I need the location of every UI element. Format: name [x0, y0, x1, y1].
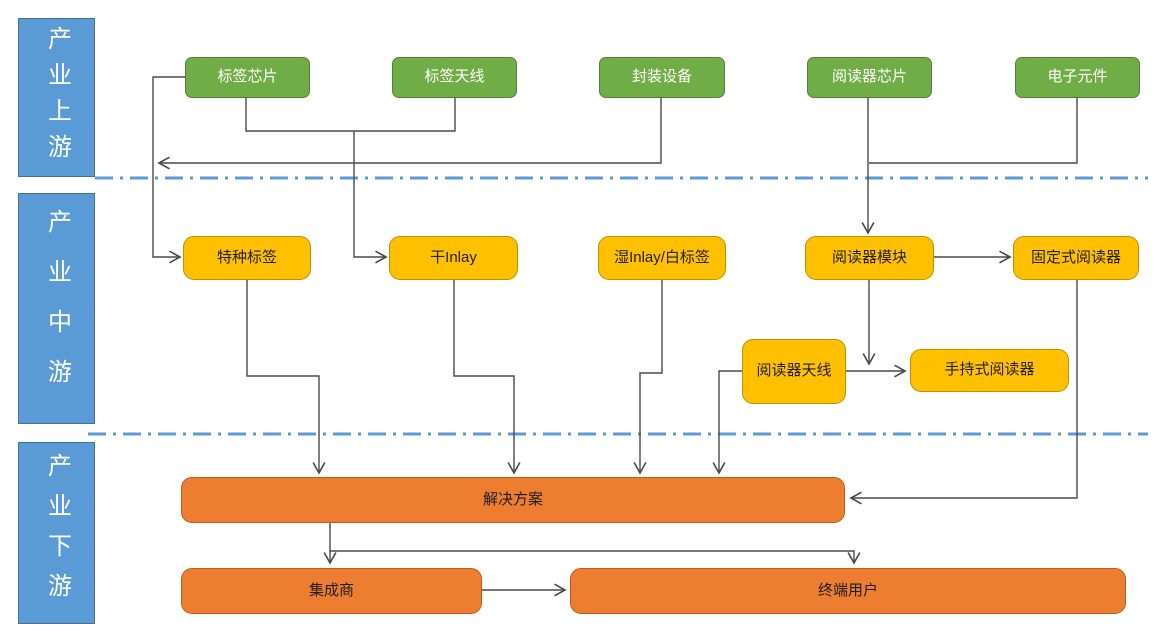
connector-solution-to-enduser: [330, 550, 861, 565]
connector-tagchip-to-speciallabel: [152, 76, 185, 264]
node-fixed-reader: 固定式阅读器: [1013, 236, 1139, 280]
lane-midstream: 产业中游: [18, 193, 95, 424]
node-tag-antenna: 标签天线: [392, 57, 517, 98]
node-reader-module: 阅读器模块: [805, 236, 934, 280]
connector-electronics-to-readerline: [869, 98, 1078, 164]
node-dry-inlay: 干Inlay: [389, 236, 518, 280]
connector-junction-to-dryinlay: [353, 131, 388, 264]
node-handheld-reader: 手持式阅读器: [910, 349, 1069, 392]
node-wet-inlay-white-label: 湿Inlay/白标签: [598, 236, 726, 280]
lane-downstream: 产业下游: [18, 442, 95, 624]
connector-tagchip-to-junction: [245, 98, 354, 132]
connector-speciallabel-to-solution: [246, 280, 326, 475]
node-packaging-equipment: 封装设备: [599, 57, 725, 98]
node-reader-chip: 阅读器芯片: [807, 57, 932, 98]
node-end-user: 终端用户: [570, 568, 1126, 614]
lane-upstream: 产业上游: [18, 18, 95, 177]
connector-dryinlay-to-solution: [453, 280, 521, 475]
node-integrator: 集成商: [181, 568, 482, 614]
connector-wetinlay-to-solution: [633, 280, 663, 475]
node-reader-antenna: 阅读器天线: [742, 339, 846, 404]
node-solution: 解决方案: [181, 477, 845, 523]
connector-packaging-to-leftline: [157, 98, 662, 170]
connector-tagantenna-to-junction: [354, 98, 456, 132]
node-tag-chip: 标签芯片: [185, 57, 310, 98]
node-electronic-components: 电子元件: [1015, 57, 1140, 98]
connector-readerantenna-to-solution: [712, 370, 742, 475]
node-special-tags: 特种标签: [183, 236, 311, 280]
